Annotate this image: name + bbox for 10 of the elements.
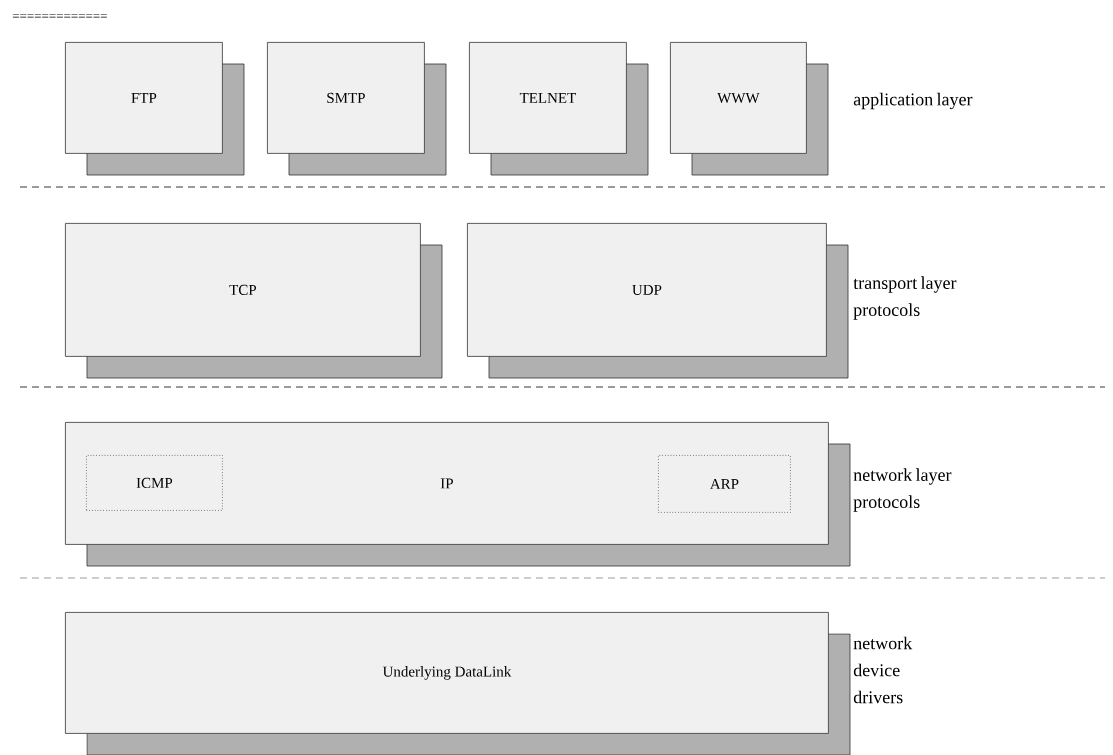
dotted-box: ICMP	[86, 455, 223, 511]
dotted-box: ARP	[658, 455, 791, 513]
layered-box: FTP	[65, 42, 245, 176]
layered-box: UDP	[467, 223, 849, 379]
layered-box: WWW	[670, 42, 829, 176]
layered-box: TELNET	[469, 42, 649, 176]
layered-box: TCP	[65, 223, 443, 379]
layered-box: Underlying DataLink	[65, 612, 851, 755]
layer-label: network layer protocols	[853, 468, 952, 512]
layered-box: SMTP	[267, 42, 447, 176]
